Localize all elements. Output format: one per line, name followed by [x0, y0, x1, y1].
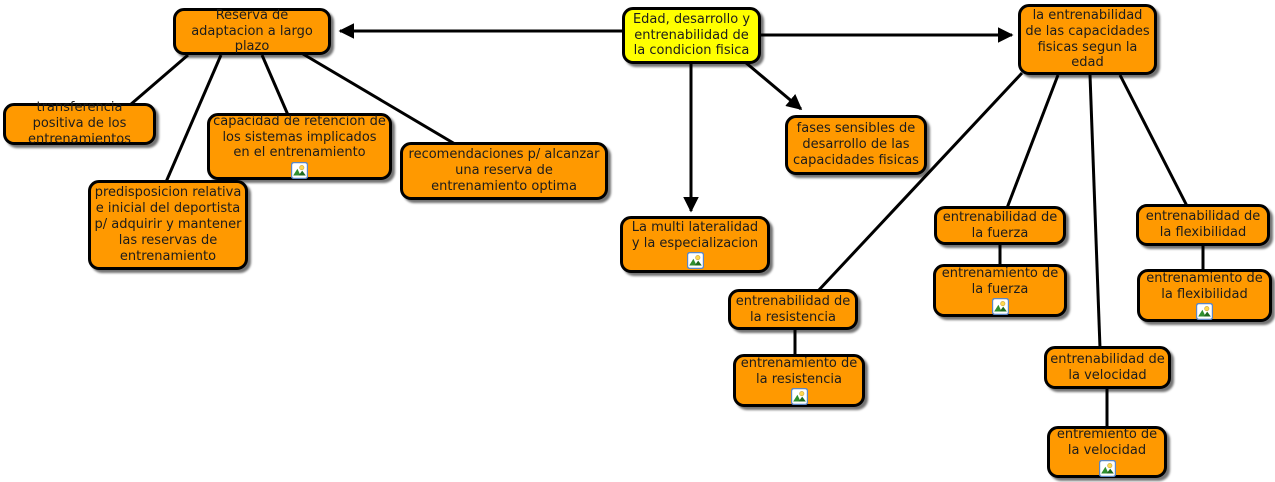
- node-entremiento-velocidad-label: entremiento de la velocidad: [1056, 427, 1158, 458]
- node-predisposicion[interactable]: predisposicion relativa e inicial del de…: [88, 180, 248, 270]
- node-reserva-adaptacion-label: Reserva de adaptacion a largo plazo: [191, 7, 313, 55]
- node-entrenabilidad-velocidad-label: entrenabilidad de la velocidad: [1050, 351, 1165, 383]
- node-entrenabilidad-resistencia[interactable]: entrenabilidad de la resistencia: [728, 289, 858, 330]
- edge-capacidades-fuerza: [1005, 74, 1060, 209]
- image-resource-icon[interactable]: [1196, 303, 1213, 321]
- edge-reserva-recomendaciones: [302, 52, 456, 146]
- edge-capacidades-velocidad: [1088, 74, 1102, 349]
- image-resource-icon[interactable]: [686, 252, 704, 270]
- node-fases-sensibles-label: fases sensibles de desarrollo de las cap…: [793, 121, 919, 168]
- node-multilateralidad-label: La multi lateralidad y la especializacio…: [631, 219, 759, 251]
- edge-reserva-transferencia: [129, 53, 189, 107]
- node-entrenamiento-resistencia-label: entrenamiento de la resistencia: [740, 355, 858, 387]
- node-entrenabilidad-resistencia-label: entrenabilidad de la resistencia: [735, 293, 851, 325]
- node-entrenabilidad-capacidades[interactable]: la entrenabilidad de las capacidades fis…: [1018, 4, 1157, 75]
- node-entrenabilidad-flexibilidad-label: entrenabilidad de la flexibilidad: [1145, 209, 1261, 240]
- node-root-label: Edad, desarrollo y entrenabilidad de la …: [632, 11, 751, 59]
- image-resource-icon[interactable]: [1098, 459, 1116, 477]
- node-entrenamiento-fuerza[interactable]: entrenamiento de la fuerza: [933, 264, 1067, 317]
- node-entrenabilidad-capacidades-label: la entrenabilidad de las capacidades fis…: [1025, 7, 1150, 71]
- image-resource-icon[interactable]: [790, 388, 808, 406]
- edge-reserva-predisposicion: [164, 54, 223, 183]
- edge-reserva-capacidad: [260, 54, 290, 116]
- edge-capacidades-flexibilidad: [1118, 74, 1189, 207]
- node-entrenamiento-resistencia[interactable]: entrenamiento de la resistencia: [733, 354, 865, 407]
- image-resource-icon[interactable]: [991, 298, 1009, 316]
- node-entrenamiento-flexibilidad-label: entrenamiento de la flexibilidad: [1146, 270, 1263, 302]
- image-resource-icon[interactable]: [291, 162, 308, 180]
- node-transferencia-positiva[interactable]: transferencia positiva de los entrenamie…: [3, 100, 156, 147]
- node-transferencia-positiva-label: transferencia positiva de los entrenamie…: [28, 100, 131, 147]
- node-root[interactable]: Edad, desarrollo y entrenabilidad de la …: [622, 7, 761, 64]
- node-entrenabilidad-velocidad[interactable]: entrenabilidad de la velocidad: [1044, 346, 1171, 389]
- node-recomendaciones-label: recomendaciones p/ alcanzar una reserva …: [408, 147, 600, 194]
- node-entremiento-velocidad[interactable]: entremiento de la velocidad: [1047, 426, 1167, 478]
- node-capacidad-retencion-label: capacidad de retencion de los sistemas i…: [213, 113, 386, 161]
- edge-capacidades-resistencia: [816, 71, 1024, 293]
- node-reserva-adaptacion[interactable]: Reserva de adaptacion a largo plazo: [173, 8, 331, 55]
- node-entrenamiento-flexibilidad[interactable]: entrenamiento de la flexibilidad: [1137, 269, 1272, 322]
- node-capacidad-retencion[interactable]: capacidad de retencion de los sistemas i…: [207, 113, 392, 180]
- node-entrenabilidad-flexibilidad[interactable]: entrenabilidad de la flexibilidad: [1136, 204, 1270, 246]
- node-recomendaciones[interactable]: recomendaciones p/ alcanzar una reserva …: [400, 142, 608, 200]
- node-entrenabilidad-fuerza-label: entrenabilidad de la fuerza: [942, 209, 1058, 241]
- node-multilateralidad[interactable]: La multi lateralidad y la especializacio…: [620, 216, 770, 273]
- node-fases-sensibles[interactable]: fases sensibles de desarrollo de las cap…: [785, 115, 927, 175]
- node-predisposicion-label: predisposicion relativa e inicial del de…: [94, 185, 242, 264]
- node-entrenamiento-fuerza-label: entrenamiento de la fuerza: [941, 265, 1059, 297]
- node-entrenabilidad-fuerza[interactable]: entrenabilidad de la fuerza: [934, 206, 1066, 245]
- edge-root-fases: [744, 60, 803, 111]
